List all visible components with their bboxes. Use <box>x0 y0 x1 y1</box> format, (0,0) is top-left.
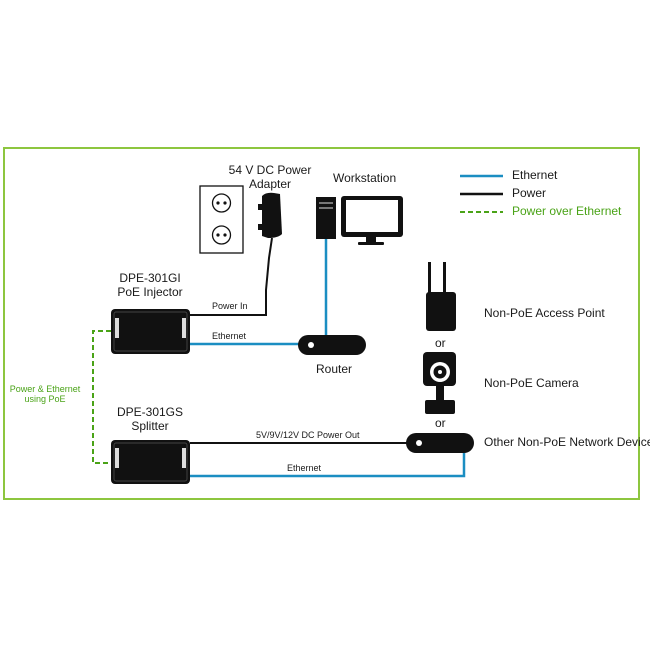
network-device-label: Other Non-PoE Network Device <box>484 435 650 449</box>
power-adapter-icon <box>258 192 282 238</box>
network-device-icon <box>406 433 474 453</box>
injector-ethernet-label: Ethernet <box>212 331 247 341</box>
access-point-icon <box>426 262 456 331</box>
injector-label: DPE-301GI PoE Injector <box>117 271 183 299</box>
poe-link <box>92 330 111 464</box>
or-label-2: or <box>435 416 446 430</box>
splitter-ethernet-label: Ethernet <box>287 463 322 473</box>
diagram-frame <box>3 147 640 500</box>
power-in-cable <box>186 237 273 316</box>
legend-ethernet-label: Ethernet <box>512 168 558 182</box>
splitter-ethernet-cable <box>190 453 466 478</box>
workstation-label: Workstation <box>333 171 397 185</box>
power-in-label: Power In <box>212 301 248 311</box>
dc-power-out-label: 5V/9V/12V DC Power Out <box>256 430 360 440</box>
access-point-label: Non-PoE Access Point <box>484 306 605 320</box>
legend-power-label: Power <box>512 186 547 200</box>
splitter-label: DPE-301GS Splitter <box>116 405 184 433</box>
router-icon <box>298 335 366 355</box>
or-label-1: or <box>435 336 446 350</box>
camera-label: Non-PoE Camera <box>484 376 579 390</box>
workstation-icon <box>316 196 403 245</box>
legend-poe-label: Power over Ethernet <box>512 204 622 218</box>
poe-injector-icon <box>111 309 190 354</box>
router-label: Router <box>316 362 353 376</box>
camera-icon <box>423 352 456 414</box>
poe-link-label: Power & Ethernet using PoE <box>9 384 81 405</box>
wall-socket-icon <box>199 185 244 254</box>
power-adapter-label: 54 V DC Power Adapter <box>228 163 312 191</box>
poe-splitter-icon <box>111 440 190 484</box>
